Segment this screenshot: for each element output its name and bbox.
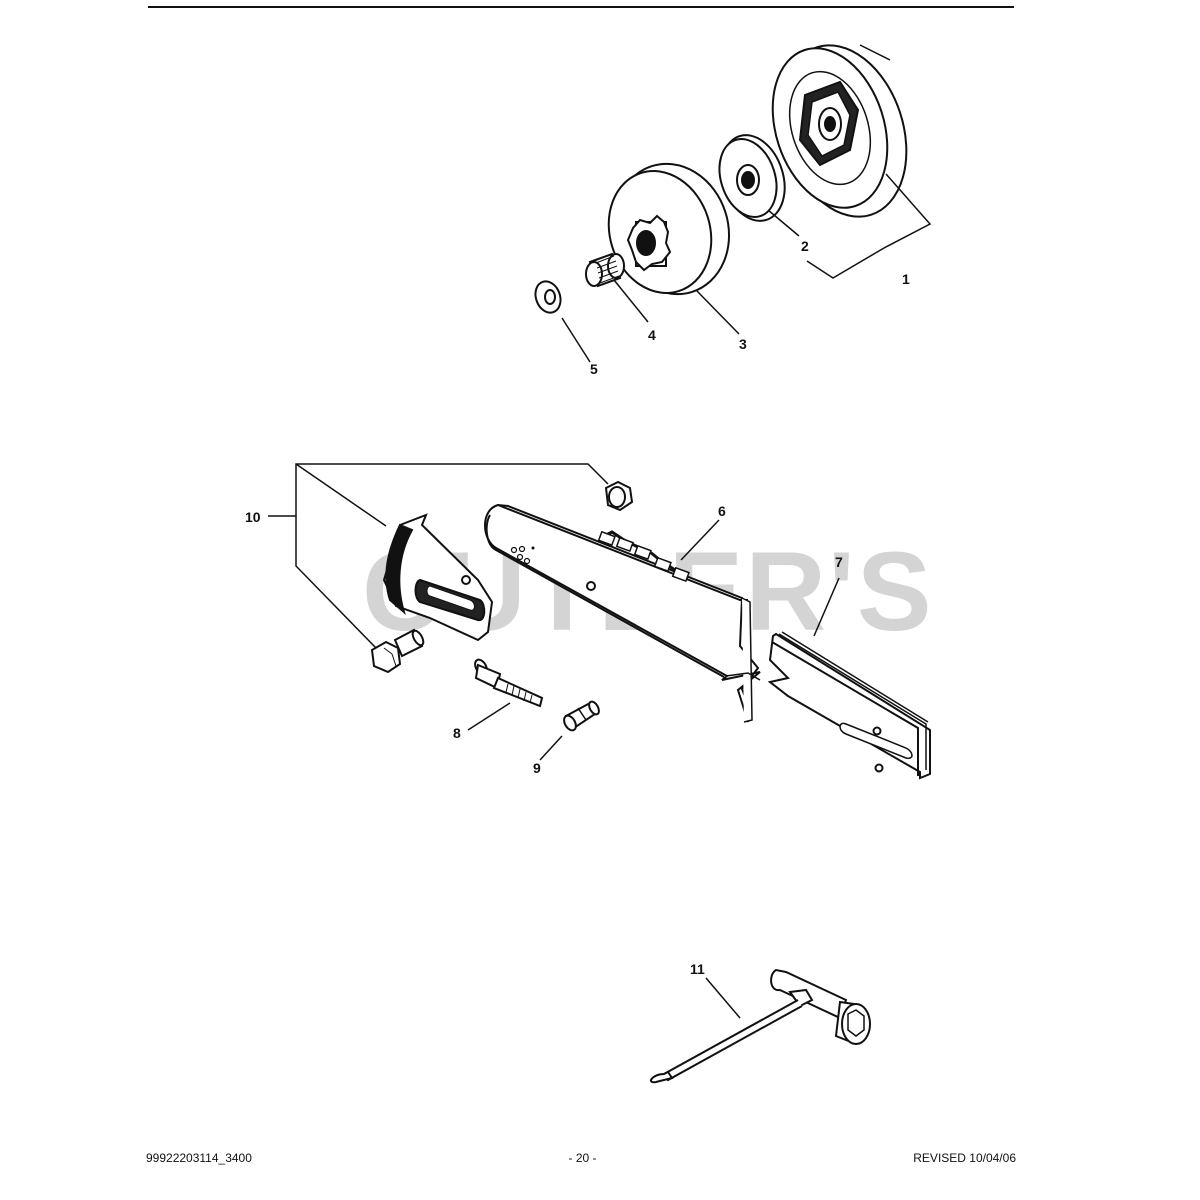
- callout-10: 10: [245, 509, 261, 525]
- clutch-drum-sprocket-part: [607, 162, 731, 296]
- needle-bearing-part: [585, 252, 625, 288]
- header-rule: [148, 6, 1014, 8]
- callout-9: 9: [533, 760, 541, 776]
- clutch-assembly-part: [771, 44, 908, 218]
- small-washer-part: [534, 280, 562, 314]
- footer-part-number: 99922203114_3400: [146, 1151, 252, 1165]
- t-wrench-part: [649, 968, 871, 1084]
- leader-lines: [268, 173, 932, 1019]
- bar-plate-part: [382, 513, 494, 642]
- footer-revised-date: REVISED 10/04/06: [913, 1151, 1016, 1165]
- callout-8: 8: [453, 725, 461, 741]
- callout-labels: 1 2 3 4 5 6 7 8 9 10 11: [245, 238, 910, 977]
- callout-7: 7: [835, 554, 843, 570]
- callout-5: 5: [590, 361, 598, 377]
- bar-bolt-part: [370, 628, 425, 674]
- clutch-washer-part: [718, 134, 786, 222]
- callout-6: 6: [718, 503, 726, 519]
- callout-4: 4: [648, 327, 656, 343]
- callout-2: 2: [801, 238, 809, 254]
- callout-11: 11: [690, 961, 705, 977]
- tensioner-nut-part: [563, 700, 600, 732]
- guide-bar-part: [484, 503, 761, 723]
- bar-nut-part: [604, 480, 634, 512]
- footer-page-number: - 20 -: [568, 1151, 597, 1165]
- tensioner-stud-part: [474, 658, 544, 708]
- bar-extension-part: [767, 631, 931, 780]
- callout-1: 1: [902, 271, 910, 287]
- callout-3: 3: [739, 336, 747, 352]
